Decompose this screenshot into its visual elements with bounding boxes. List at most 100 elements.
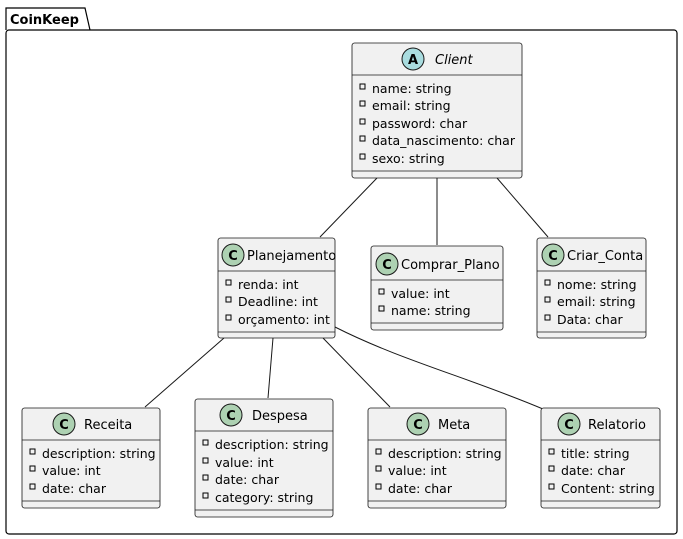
class-box — [194, 398, 334, 518]
class-name: Receita — [84, 418, 132, 433]
attribute: date: char — [215, 472, 280, 487]
attribute: category: string — [215, 490, 313, 505]
attribute: nome: string — [557, 277, 637, 292]
package-tab — [5, 7, 91, 31]
private-visibility-icon — [29, 465, 36, 472]
edge-client-criar-conta — [496, 177, 549, 238]
abstract-class-icon — [401, 47, 425, 71]
class-stereotype-glyph: C — [226, 409, 236, 424]
class-icon — [375, 252, 399, 276]
attribute: Data: char — [557, 312, 623, 327]
class-icon — [557, 412, 581, 436]
class-name: Meta — [438, 418, 470, 433]
class-box — [370, 245, 504, 331]
class-planejamento[interactable]: C Planejamento renda: int Deadline: int … — [217, 237, 336, 339]
class-stereotype-glyph: C — [413, 418, 423, 433]
class-client[interactable]: A Client name: string email: string pass… — [351, 42, 523, 179]
class-name: Comprar_Plano — [401, 258, 500, 273]
relations — [144, 177, 549, 410]
attribute: date: char — [561, 463, 626, 478]
class-stereotype-glyph: A — [408, 53, 418, 68]
class-relatorio[interactable]: C Relatorio title: string date: char Con… — [540, 407, 661, 509]
attribute: description: string — [215, 437, 329, 452]
private-visibility-icon — [29, 448, 36, 455]
class-name: Relatorio — [588, 418, 646, 433]
edge-planejamento-relatorio — [334, 326, 544, 410]
private-visibility-icon — [359, 83, 366, 90]
class-box — [536, 237, 647, 339]
class-box — [351, 42, 523, 179]
attribute: value: int — [391, 286, 450, 301]
attribute: description: string — [42, 446, 156, 461]
attribute: email: string — [557, 294, 636, 309]
class-name: Despesa — [252, 409, 308, 424]
package-title: CoinKeep — [10, 13, 79, 28]
attribute: password: char — [372, 116, 468, 131]
class-name: Criar_Conta — [567, 249, 643, 264]
private-visibility-icon — [375, 483, 382, 490]
class-receita[interactable]: C Receita description: string value: int… — [21, 407, 161, 509]
private-visibility-icon — [202, 492, 209, 499]
private-visibility-icon — [202, 439, 209, 446]
private-visibility-icon — [29, 483, 36, 490]
private-visibility-icon — [375, 448, 382, 455]
class-meta[interactable]: C Meta description: string value: int da… — [367, 407, 507, 509]
private-visibility-icon — [225, 314, 232, 321]
class-stereotype-glyph: C — [382, 258, 392, 273]
class-stereotype-glyph: C — [564, 418, 574, 433]
attribute: date: char — [42, 481, 107, 496]
edge-planejamento-receita — [144, 337, 225, 408]
class-comprar-plano[interactable]: C Comprar_Plano value: int name: string — [370, 245, 504, 331]
class-icon — [219, 403, 243, 427]
attribute: value: int — [42, 463, 101, 478]
private-visibility-icon — [359, 100, 366, 107]
attribute: renda: int — [238, 277, 299, 292]
private-visibility-icon — [548, 483, 555, 490]
class-stereotype-glyph: C — [548, 249, 558, 264]
attribute: description: string — [388, 446, 502, 461]
class-box — [21, 407, 161, 509]
attribute: Deadline: int — [238, 294, 318, 309]
private-visibility-icon — [548, 465, 555, 472]
private-visibility-icon — [202, 457, 209, 464]
attribute: title: string — [561, 446, 630, 461]
class-icon — [221, 243, 245, 267]
private-visibility-icon — [359, 153, 366, 160]
attribute: email: string — [372, 98, 451, 113]
private-visibility-icon — [359, 118, 366, 125]
attribute: orçamento: int — [238, 312, 330, 327]
private-visibility-icon — [202, 474, 209, 481]
attribute: data_nascimento: char — [372, 133, 516, 148]
class-icon — [406, 412, 430, 436]
private-visibility-icon — [375, 465, 382, 472]
attribute: name: string — [372, 81, 452, 96]
class-stereotype-glyph: C — [228, 249, 238, 264]
class-name: Client — [435, 53, 474, 68]
package-frame — [5, 29, 678, 535]
edge-client-planejamento — [319, 177, 378, 238]
class-criar-conta[interactable]: C Criar_Conta nome: string email: string… — [536, 237, 647, 339]
package-coinkeep: CoinKeep — [5, 7, 678, 535]
attribute: Content: string — [561, 481, 655, 496]
class-box — [217, 237, 336, 339]
class-name: Planejamento — [247, 249, 336, 264]
attribute: value: int — [388, 463, 447, 478]
class-despesa[interactable]: C Despesa description: string value: int… — [194, 398, 334, 518]
attribute: name: string — [391, 303, 471, 318]
private-visibility-icon — [378, 305, 385, 312]
private-visibility-icon — [378, 288, 385, 295]
edge-planejamento-meta — [322, 337, 391, 408]
attribute: value: int — [215, 455, 274, 470]
private-visibility-icon — [225, 296, 232, 303]
class-stereotype-glyph: C — [59, 418, 69, 433]
private-visibility-icon — [225, 279, 232, 286]
attribute: sexo: string — [372, 151, 445, 166]
class-box — [367, 407, 507, 509]
class-icon — [541, 243, 565, 267]
private-visibility-icon — [544, 296, 551, 303]
private-visibility-icon — [544, 279, 551, 286]
private-visibility-icon — [359, 135, 366, 142]
attribute: date: char — [388, 481, 453, 496]
private-visibility-icon — [548, 448, 555, 455]
